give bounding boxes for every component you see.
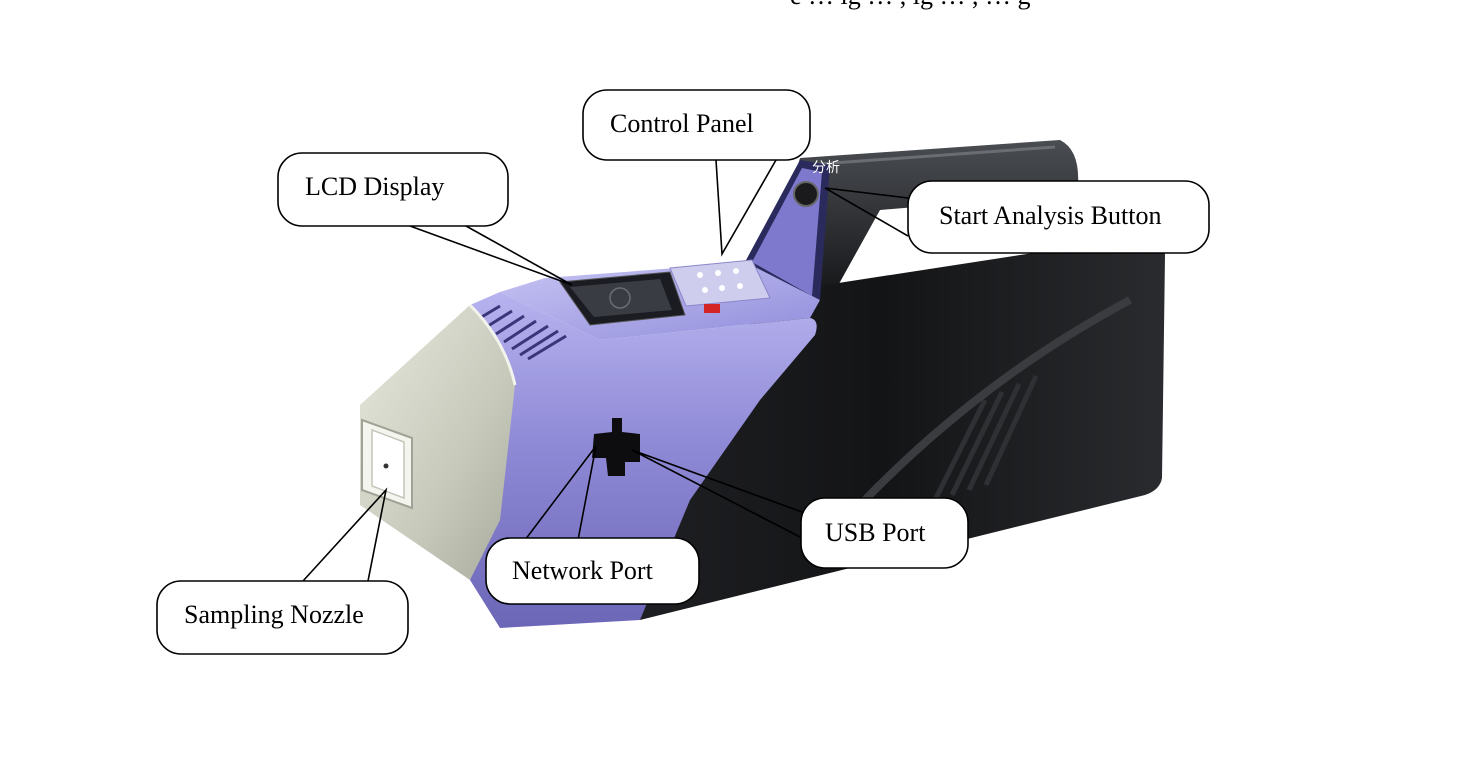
callout-control-panel: Control Panel [582, 89, 811, 257]
button-glyph: 分析 [812, 160, 840, 176]
callout-sampling-nozzle: Sampling Nozzle [156, 487, 409, 655]
header-cut-off-text: e … ig … , ig … , … g [790, 0, 1031, 10]
callout-usb-port: USB Port [631, 449, 969, 569]
device-handle [760, 140, 1079, 300]
nozzle-housing [360, 305, 515, 580]
callout-lcd-display: LCD Display [277, 152, 573, 286]
callout-usb-port-label: USB Port [825, 518, 926, 547]
callout-network-port-label: Network Port [512, 556, 654, 585]
callout-start-analysis-button: Start Analysis Button [824, 180, 1210, 254]
callout-sampling-nozzle-label: Sampling Nozzle [184, 600, 364, 629]
front-vent-grille [479, 304, 567, 361]
callout-lcd-display-label: LCD Display [305, 172, 444, 201]
indicator-light [704, 304, 720, 313]
callout-start-analysis-label: Start Analysis Button [939, 201, 1161, 230]
control-panel [669, 259, 771, 307]
device-body-black [600, 235, 1165, 620]
callout-control-panel-label: Control Panel [610, 109, 754, 138]
callout-network-port: Network Port [485, 445, 700, 605]
rear-vents [932, 374, 1039, 502]
side-port-cutout [592, 418, 640, 476]
start-analysis-button[interactable] [793, 181, 819, 207]
